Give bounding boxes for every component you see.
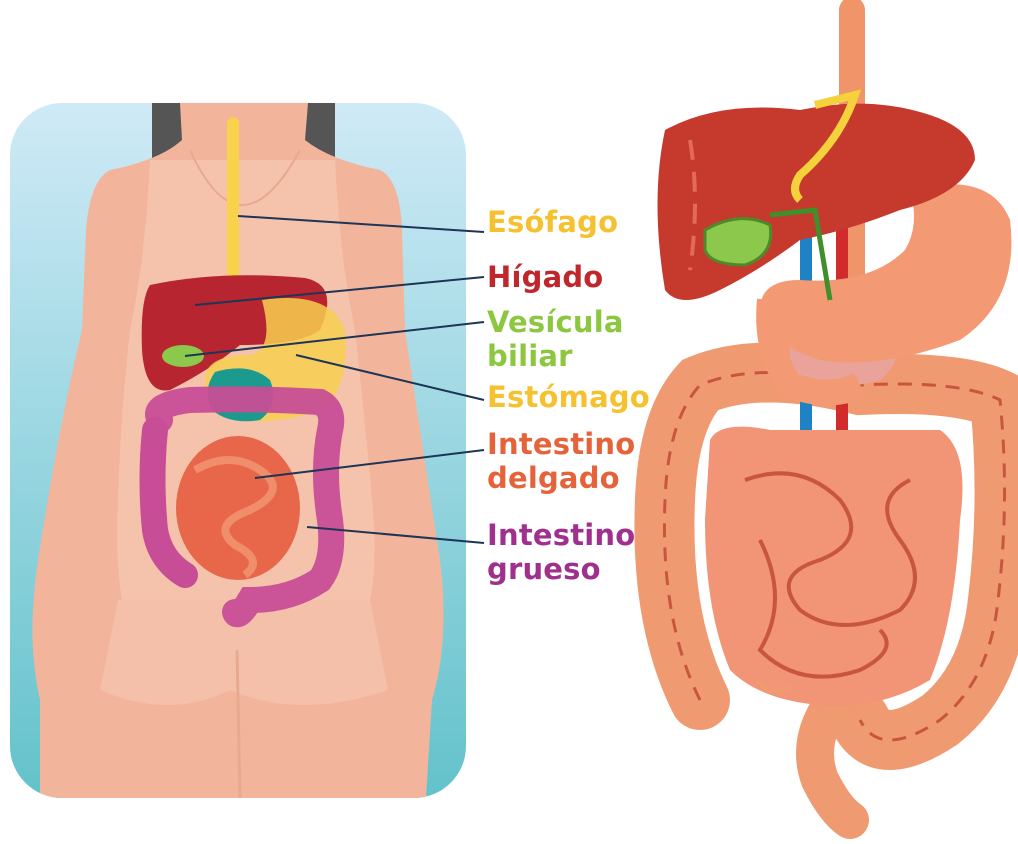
label-intestino-delgado-line: delgado: [487, 461, 635, 495]
label-higado: Hígado: [487, 260, 603, 294]
label-vesicula-line: biliar: [487, 339, 624, 373]
small-intestine-detail: [705, 427, 963, 706]
label-esofago: Esófago: [487, 205, 618, 239]
label-estomago-line: Estómago: [487, 380, 650, 414]
label-higado-line: Hígado: [487, 260, 603, 294]
label-estomago: Estómago: [487, 380, 650, 414]
rectum-detail: [815, 700, 850, 820]
right-organs-illustration: [658, 10, 1012, 820]
left-panel: [10, 103, 484, 798]
gallbladder-detail: [705, 219, 771, 265]
label-intestino-delgado-line: Intestino: [487, 427, 635, 461]
gallbladder-shape: [162, 345, 204, 367]
label-intestino-grueso-line: Intestino: [487, 518, 635, 552]
label-vesicula-line: Vesícula: [487, 305, 624, 339]
label-intestino-grueso-line: grueso: [487, 552, 635, 586]
label-esofago-line: Esófago: [487, 205, 618, 239]
